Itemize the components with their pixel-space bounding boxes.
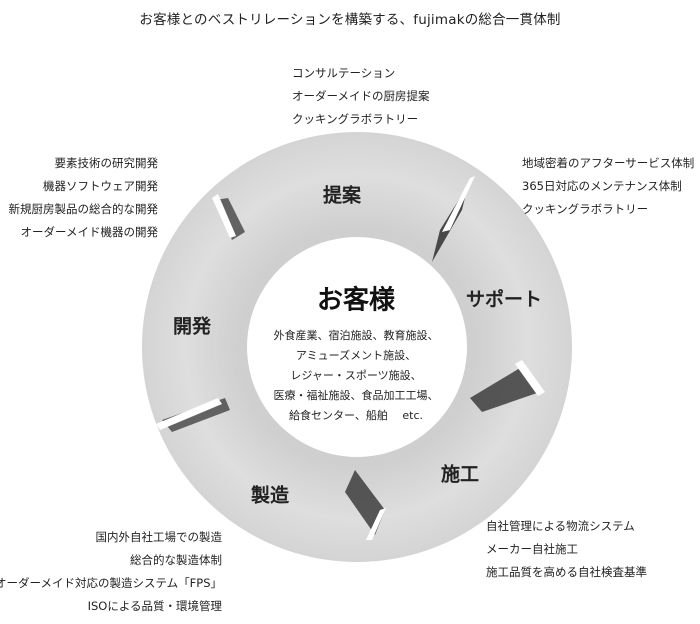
segment-label-support: サポート xyxy=(465,288,543,311)
center-line: レジャー・スポーツ施設、 xyxy=(290,369,422,382)
segment-label-construction: 施工 xyxy=(440,463,480,486)
detail-item: メーカー自社施工 xyxy=(486,542,578,556)
detail-item: 自社管理による物流システム xyxy=(486,519,635,533)
center-line: 外食産業、宿泊施設、教育施設、 xyxy=(273,329,439,342)
divider-support-construction xyxy=(470,368,540,412)
segment-gaps xyxy=(156,176,545,540)
center-title: お客様 xyxy=(316,285,396,316)
detail-item: オーダーメイド対応の製造システム「FPS」 xyxy=(0,576,222,590)
center-customer-list: 外食産業、宿泊施設、教育施設、 アミューズメント施設、 レジャー・スポーツ施設、… xyxy=(256,326,456,426)
ring-shape xyxy=(141,132,572,562)
detail-item: 国内外自社工場での製造 xyxy=(95,530,223,544)
detail-block-development: 要素技術の研究開発 機器ソフトウェア開発 新規厨房製品の総合的な開発 オーダーメ… xyxy=(9,152,159,244)
detail-item: コンサルテーション xyxy=(292,66,396,80)
detail-block-support: 地域密着のアフターサービス体制 365日対応のメンテナンス体制 クッキングラボラ… xyxy=(522,152,694,221)
segment-label-development: 開発 xyxy=(172,315,212,338)
center-line: 医療・福祉施設、食品加工工場、 xyxy=(273,389,439,402)
detail-item: 新規厨房製品の総合的な開発 xyxy=(8,202,159,216)
center-line: 給食センター、船舶 etc. xyxy=(288,409,423,422)
detail-item: ISOによる品質・環境管理 xyxy=(87,599,222,613)
detail-item: 総合的な製造体制 xyxy=(130,553,222,567)
detail-item: 要素技術の研究開発 xyxy=(54,156,159,170)
detail-item: クッキングラボラトリー xyxy=(292,112,419,126)
center-circle xyxy=(249,239,465,455)
center-line: アミューズメント施設、 xyxy=(295,349,417,362)
detail-item: クッキングラボラトリー xyxy=(522,202,649,216)
detail-item: 施工品質を高める自社検査基準 xyxy=(486,565,647,579)
divider-construction-manufacturing xyxy=(345,470,385,535)
detail-block-manufacturing: 国内外自社工場での製造 総合的な製造体制 オーダーメイド対応の製造システム「FP… xyxy=(0,526,222,618)
detail-item: オーダーメイドの厨房提案 xyxy=(292,89,430,103)
detail-block-proposal: コンサルテーション オーダーメイドの厨房提案 クッキングラボラトリー xyxy=(292,62,430,131)
detail-item: 地域密着のアフターサービス体制 xyxy=(522,156,695,170)
detail-item: オーダーメイド機器の開発 xyxy=(20,225,158,239)
segment-label-manufacturing: 製造 xyxy=(250,484,290,507)
segment-label-proposal: 提案 xyxy=(322,184,362,207)
detail-block-construction: 自社管理による物流システム メーカー自社施工 施工品質を高める自社検査基準 xyxy=(486,515,647,584)
detail-item: 365日対応のメンテナンス体制 xyxy=(522,179,682,193)
diagram-title: お客様とのベストリレーションを構築する、fujimakの総合一貫体制 xyxy=(139,12,561,28)
detail-item: 機器ソフトウェア開発 xyxy=(43,179,158,193)
